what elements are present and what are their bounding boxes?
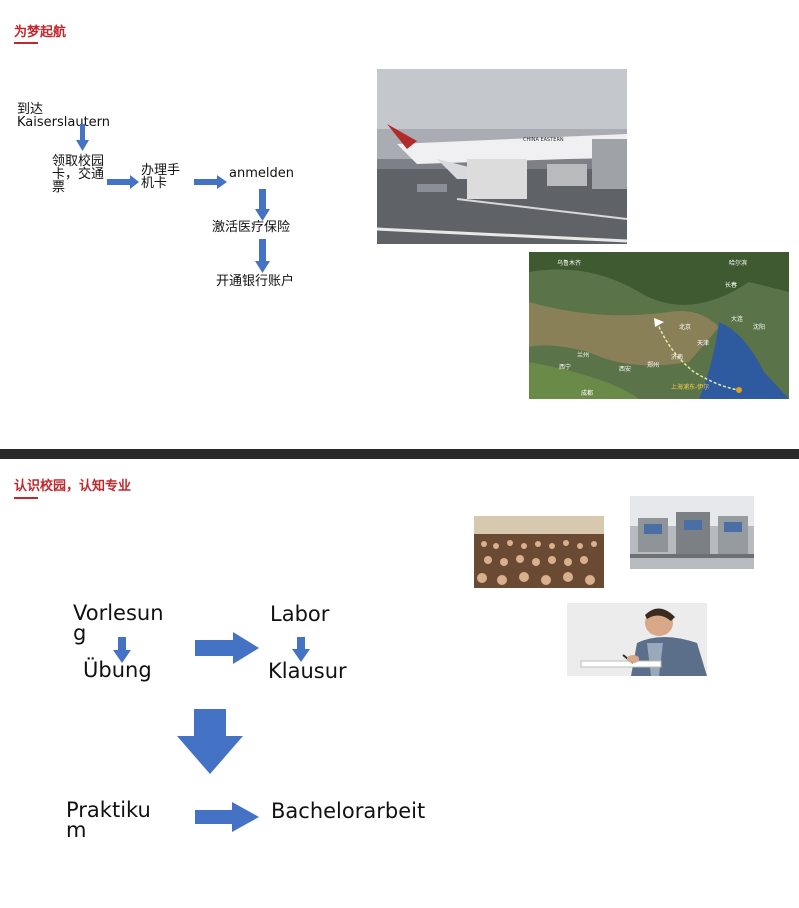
map-label: 大连: [731, 316, 744, 323]
map-label: 天津: [697, 340, 710, 347]
step-campus-card: 领取校园 卡，交通 票: [52, 154, 105, 195]
arrow-down: [113, 637, 131, 663]
title-underline: [14, 42, 38, 44]
laboratory-illustration: [630, 496, 754, 569]
flight-map: 乌鲁木齐 哈尔滨 长春 沈阳 北京 天津 大连 济南 郑州 西安 兰州 西宁 成…: [529, 252, 789, 399]
lecture-hall-photo: [474, 516, 604, 588]
flow-arrows: [113, 632, 310, 832]
item-bachelorarbeit: Bachelorarbeit: [271, 799, 426, 823]
item-uebung: Übung: [83, 658, 152, 682]
item-vorlesung: Vorlesun g: [73, 601, 164, 645]
airplane-livery: CHINA EASTERN: [523, 137, 564, 143]
item-klausur: Klausur: [268, 659, 347, 683]
arrow-down: [255, 239, 270, 273]
flow-arrows: [76, 124, 270, 273]
map-label: 济南: [671, 354, 684, 361]
exam-photo: [567, 603, 707, 676]
map-label: 西安: [619, 366, 632, 373]
slide-2: 认识校园，认知专业 Vorlesun g Übung Labor Klausur…: [0, 459, 799, 908]
arrow-down-large: [177, 709, 243, 774]
slide-1: 为梦起航 到达 Kaiserslautern 领取校园 卡，交通 票 办理手 机…: [0, 0, 799, 449]
map-label: 兰州: [577, 352, 590, 359]
lecture-hall-illustration: [474, 516, 604, 588]
map-label: 长春: [725, 282, 738, 289]
arrow-right: [195, 632, 259, 664]
exam-illustration: [567, 603, 707, 676]
arrow-right: [194, 175, 227, 189]
arrow-down: [76, 124, 89, 151]
item-praktikum: Praktiku m: [66, 798, 151, 842]
laboratory-photo: [630, 496, 754, 569]
map-label: 乌鲁木齐: [557, 260, 582, 267]
step-register: anmelden: [229, 166, 294, 181]
slide-2-title: 认识校园，认知专业: [14, 479, 132, 494]
title-underline: [14, 497, 38, 499]
item-labor: Labor: [270, 602, 330, 626]
map-label: 郑州: [647, 362, 660, 369]
airplane-illustration: [377, 69, 627, 244]
airplane-photo: CHINA EASTERN: [377, 69, 627, 244]
slide-1-title: 为梦起航: [14, 25, 67, 40]
arrow-down: [255, 189, 270, 221]
step-bank: 开通银行账户: [216, 274, 295, 289]
arrow-right: [195, 802, 259, 832]
map-route-label: 上海浦东-伊尔: [671, 384, 710, 391]
map-terrain: [529, 252, 789, 399]
map-label: 沈阳: [753, 324, 766, 331]
step-phone-card: 办理手 机卡: [141, 163, 181, 191]
map-label: 北京: [679, 324, 692, 331]
arrow-down: [292, 637, 310, 662]
map-label: 成都: [581, 390, 594, 397]
arrow-right: [107, 175, 139, 189]
map-label: 哈尔滨: [729, 260, 748, 267]
step-insurance: 激活医疗保险: [212, 220, 291, 235]
map-label: 西宁: [559, 364, 572, 371]
step-arrive: 到达 Kaiserslautern: [17, 102, 111, 130]
